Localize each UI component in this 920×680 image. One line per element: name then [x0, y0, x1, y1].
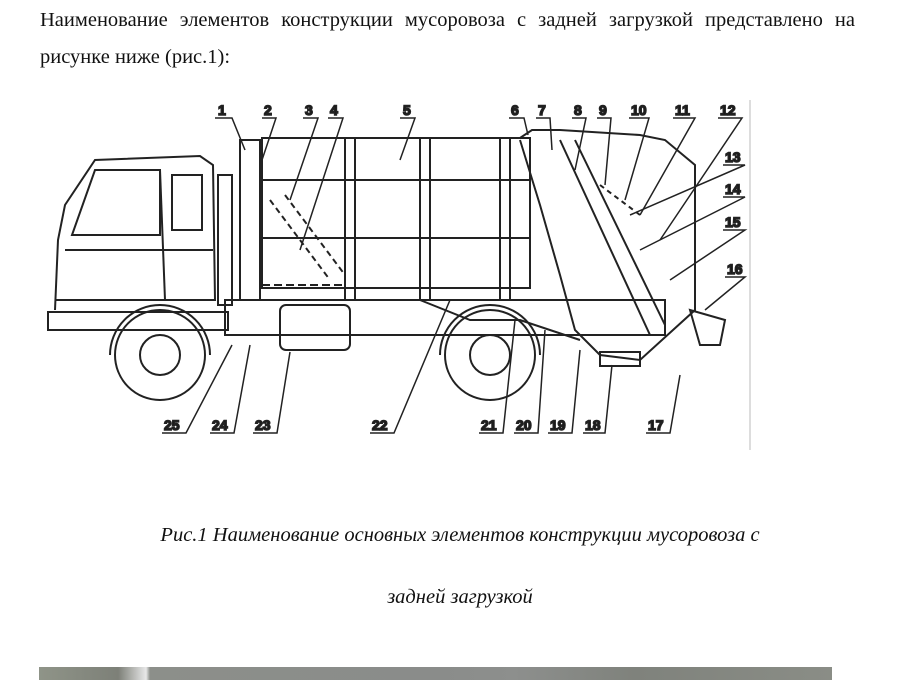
- fuel-tank: [279, 304, 351, 351]
- label-16: 16: [727, 261, 743, 277]
- rear-wheel: [444, 309, 536, 401]
- leader-lines: [162, 117, 748, 434]
- cab: [54, 154, 217, 311]
- container-body: [261, 137, 531, 289]
- figure-caption-line-1: Рис.1 Наименование основных элементов ко…: [160, 524, 760, 546]
- label-22: 22: [372, 417, 388, 433]
- figure-caption-line-2: задней загрузкой: [387, 586, 533, 608]
- label-10: 10: [631, 102, 647, 118]
- front-wheel: [114, 309, 206, 401]
- label-15: 15: [725, 214, 741, 230]
- label-1: 1: [218, 102, 226, 118]
- rear-step: [688, 308, 727, 346]
- next-photo-partial: [39, 667, 832, 680]
- label-17: 17: [648, 417, 664, 433]
- callout-labels: 1 2 3 4 5 6 7 8 9 10 11 12 13 14 15 16 1…: [162, 101, 748, 434]
- hydraulic-column: [239, 139, 261, 301]
- cab-window: [70, 169, 161, 236]
- label-12: 12: [720, 102, 736, 118]
- label-23: 23: [255, 417, 271, 433]
- label-6: 6: [511, 102, 519, 118]
- label-9: 9: [599, 102, 607, 118]
- label-5: 5: [403, 102, 411, 118]
- label-7: 7: [538, 102, 546, 118]
- cab-rear-window: [171, 174, 203, 231]
- label-3: 3: [305, 102, 313, 118]
- label-2: 2: [264, 102, 272, 118]
- truck-drawing: [47, 100, 751, 450]
- label-18: 18: [585, 417, 601, 433]
- label-24: 24: [212, 417, 228, 433]
- label-14: 14: [725, 181, 741, 197]
- label-20: 20: [516, 417, 532, 433]
- label-4: 4: [330, 102, 338, 118]
- intro-paragraph: Наименование элементов конструкции мусор…: [40, 9, 855, 68]
- label-19: 19: [550, 417, 566, 433]
- label-13: 13: [725, 149, 741, 165]
- label-11: 11: [675, 102, 690, 118]
- label-8: 8: [574, 102, 582, 118]
- label-25: 25: [164, 417, 180, 433]
- label-21: 21: [481, 417, 497, 433]
- rear-loader: [262, 129, 696, 362]
